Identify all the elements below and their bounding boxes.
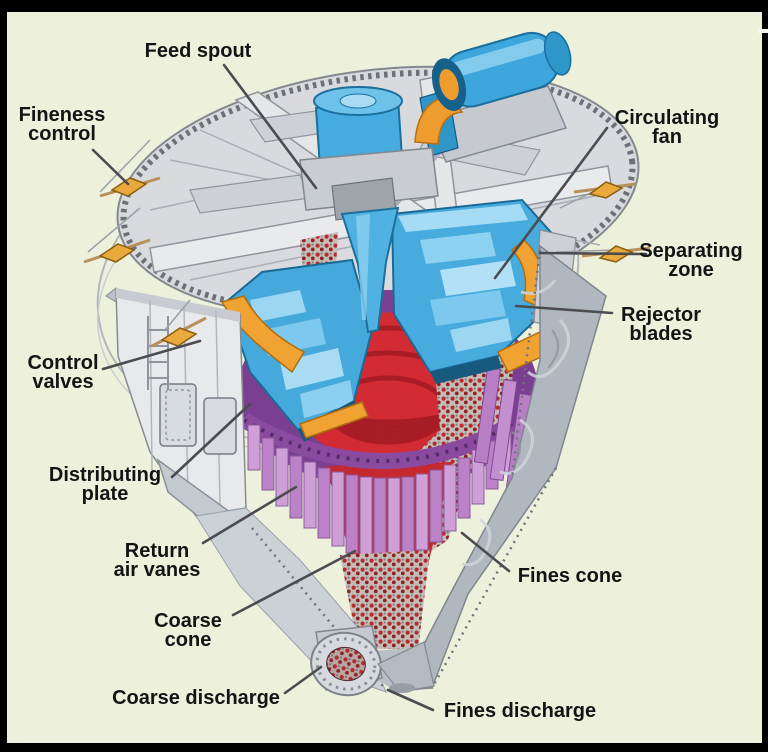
label-fines-discharge: Fines discharge (443, 700, 597, 722)
leader-fines-cone (460, 531, 511, 573)
granular-spill (340, 550, 430, 650)
fines-discharge-part (389, 683, 415, 693)
frame-notch (758, 29, 768, 33)
label-separating-zone: Separating zone (639, 240, 743, 281)
label-control-valves: Control valves (27, 352, 99, 393)
label-fineness-control: Fineness control (18, 104, 106, 145)
leader-fineness-control (91, 148, 130, 186)
diagram-stage: Feed spout Fineness control Circulating … (7, 12, 762, 743)
label-feed-spout: Feed spout (144, 40, 252, 62)
separator-cutaway-illustration (83, 31, 651, 712)
leader-return-air-vanes (201, 485, 298, 545)
label-fines-cone: Fines cone (517, 565, 623, 587)
leader-rejector-blades (514, 304, 614, 315)
feed-spout-part (299, 86, 439, 221)
circulating-fan-part (220, 198, 558, 442)
label-circulating-fan: Circulating fan (614, 107, 720, 148)
label-coarse-discharge: Coarse discharge (112, 687, 280, 709)
leader-control-valves (101, 339, 202, 371)
leader-fines-discharge (386, 688, 435, 712)
leader-separating-zone (538, 251, 648, 256)
coarse-discharge-part (310, 625, 435, 697)
diagram-canvas: Feed spout Fineness control Circulating … (7, 12, 762, 743)
leader-feed-spout (222, 63, 318, 190)
leader-circulating-fan (493, 126, 609, 280)
leader-coarse-cone (231, 549, 357, 617)
label-rejector-blades: Rejector blades (620, 304, 702, 345)
leader-coarse-discharge (283, 665, 323, 695)
feed-cone (340, 206, 400, 334)
leader-lines (91, 63, 648, 712)
label-distributing-plate: Distributing plate (48, 464, 162, 505)
leader-distributing-plate (170, 402, 252, 479)
label-coarse-cone: Coarse cone (154, 610, 222, 651)
label-return-air-vanes: Return air vanes (113, 540, 201, 581)
